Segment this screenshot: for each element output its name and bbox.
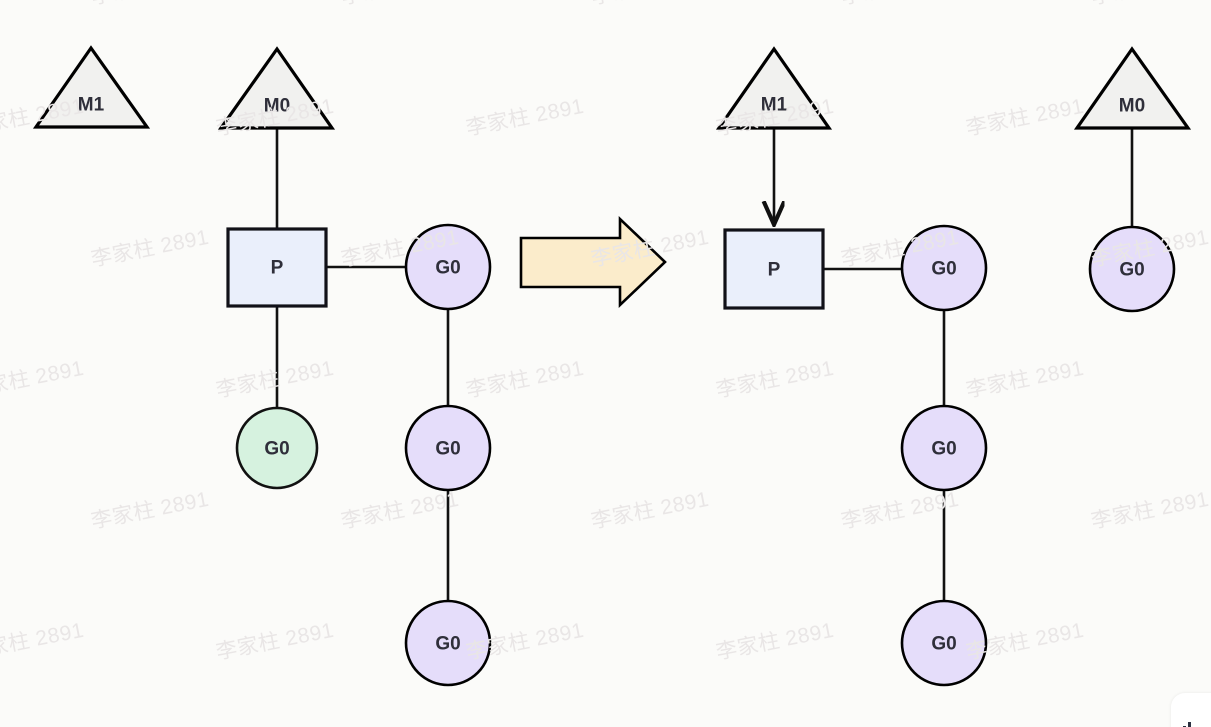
node-left-g0-c[interactable]: G0 — [404, 599, 492, 687]
circle-shape — [900, 599, 988, 687]
node-right-m1[interactable]: M1 — [715, 46, 833, 130]
transform-arrow — [519, 215, 667, 309]
node-label: G0 — [1119, 260, 1144, 281]
circle-shape — [404, 599, 492, 687]
triangle-shape — [217, 46, 336, 130]
node-right-g0-d[interactable]: G0 — [1088, 225, 1176, 313]
node-left-m0[interactable]: M0 — [217, 46, 336, 130]
node-label: G0 — [435, 258, 460, 279]
circle-shape — [900, 224, 988, 312]
bar-chart-widget[interactable] — [1171, 693, 1211, 727]
triangle-shape — [32, 45, 151, 129]
node-label: G0 — [435, 439, 460, 460]
circle-shape — [404, 223, 492, 311]
node-right-g0-b[interactable]: G0 — [900, 404, 988, 492]
node-label: G0 — [435, 634, 460, 655]
right-graph: M1 P G0 G0 G0 M0 — [715, 46, 1192, 687]
node-label: M1 — [761, 95, 788, 116]
node-right-m0[interactable]: M0 — [1073, 46, 1192, 130]
triangle-shape — [715, 46, 833, 130]
node-label: P — [768, 260, 781, 281]
rect-shape — [226, 227, 328, 308]
right-graph-edges — [774, 128, 1134, 601]
node-label: G0 — [264, 439, 289, 460]
node-label: P — [271, 258, 284, 279]
node-left-m1[interactable]: M1 — [32, 45, 151, 129]
node-label: G0 — [931, 259, 956, 280]
arrow-shape — [519, 215, 667, 309]
node-right-g0-a[interactable]: G0 — [900, 224, 988, 312]
node-label: M1 — [78, 95, 105, 116]
bar-chart-icon — [1177, 721, 1195, 727]
node-left-g0-green[interactable]: G0 — [235, 406, 319, 490]
left-graph: M1 M0 P G0 G0 — [32, 45, 492, 687]
node-left-g0-a[interactable]: G0 — [404, 223, 492, 311]
triangle-shape — [1073, 46, 1192, 130]
circle-shape — [900, 404, 988, 492]
rect-shape — [723, 228, 825, 310]
node-left-p[interactable]: P — [226, 227, 328, 308]
node-label: G0 — [931, 439, 956, 460]
left-graph-edges — [275, 128, 450, 601]
node-right-p[interactable]: P — [723, 228, 825, 310]
circle-shape — [1088, 225, 1176, 313]
node-label: G0 — [931, 634, 956, 655]
circle-shape — [235, 406, 319, 490]
node-label: M0 — [264, 96, 290, 117]
node-label: M0 — [1119, 96, 1145, 117]
circle-shape — [404, 404, 492, 492]
node-right-g0-c[interactable]: G0 — [900, 599, 988, 687]
node-left-g0-b[interactable]: G0 — [404, 404, 492, 492]
